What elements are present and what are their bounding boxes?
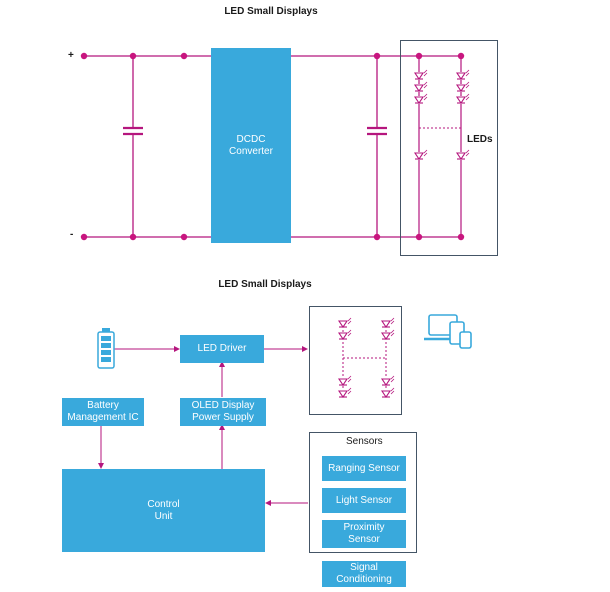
battery-management-ic-block: Battery Management IC bbox=[62, 398, 144, 426]
led-icon bbox=[455, 149, 470, 160]
battery-ic-line1: Battery bbox=[87, 400, 119, 411]
control-line1: Control bbox=[147, 498, 180, 510]
led-icon bbox=[413, 69, 428, 80]
led-icon bbox=[337, 317, 352, 328]
led-icon bbox=[337, 387, 352, 398]
signal-conditioning-block: Signal Conditioning bbox=[322, 561, 406, 587]
proximity-sensor-block: Proximity Sensor bbox=[322, 520, 406, 548]
led-array-box bbox=[400, 40, 498, 256]
led-icon bbox=[337, 375, 352, 386]
input-capacitor-icon bbox=[123, 56, 143, 237]
led-icon bbox=[380, 375, 395, 386]
sensors-box bbox=[309, 432, 417, 553]
dcdc-converter-label-line1: DCDC bbox=[236, 133, 266, 145]
devices-icon bbox=[424, 314, 472, 349]
control-unit-block: Control Unit bbox=[62, 469, 265, 552]
ranging-sensor-block: Ranging Sensor bbox=[322, 456, 406, 481]
output-capacitor-icon bbox=[367, 56, 387, 237]
signal-line1: Signal bbox=[350, 562, 378, 573]
led-icon bbox=[455, 93, 470, 104]
battery-icon bbox=[97, 328, 115, 369]
oled-line1: OLED Display bbox=[191, 400, 255, 411]
light-sensor-block: Light Sensor bbox=[322, 488, 406, 513]
led-icon bbox=[380, 317, 395, 328]
led-icon bbox=[380, 387, 395, 398]
proximity-line1: Proximity bbox=[343, 522, 385, 533]
led-icon bbox=[380, 329, 395, 340]
control-line2: Unit bbox=[154, 510, 173, 522]
plus-terminal-label: + bbox=[68, 50, 74, 61]
oled-line2: Power Supply bbox=[192, 412, 254, 423]
top-title: LED Small Displays bbox=[224, 6, 318, 17]
signal-line2: Conditioning bbox=[336, 574, 392, 585]
display-box bbox=[309, 306, 402, 415]
dcdc-converter-block: DCDC Converter bbox=[211, 48, 291, 243]
sensors-title: Sensors bbox=[346, 436, 383, 447]
led-driver-block: LED Driver bbox=[180, 335, 264, 363]
led-icon bbox=[413, 149, 428, 160]
led-icon bbox=[455, 69, 470, 80]
led-icon bbox=[413, 81, 428, 92]
bottom-title: LED Small Displays bbox=[218, 279, 312, 290]
led-icon bbox=[413, 93, 428, 104]
oled-power-supply-block: OLED Display Power Supply bbox=[180, 398, 266, 426]
led-icon bbox=[337, 329, 352, 340]
proximity-line2: Sensor bbox=[348, 534, 380, 545]
leds-label: LEDs bbox=[467, 134, 493, 145]
battery-ic-line2: Management IC bbox=[67, 412, 139, 423]
led-strings bbox=[413, 56, 470, 237]
minus-terminal-label: - bbox=[70, 229, 74, 240]
display-leds bbox=[337, 317, 395, 398]
dcdc-converter-label-line2: Converter bbox=[229, 145, 273, 157]
led-icon bbox=[455, 81, 470, 92]
